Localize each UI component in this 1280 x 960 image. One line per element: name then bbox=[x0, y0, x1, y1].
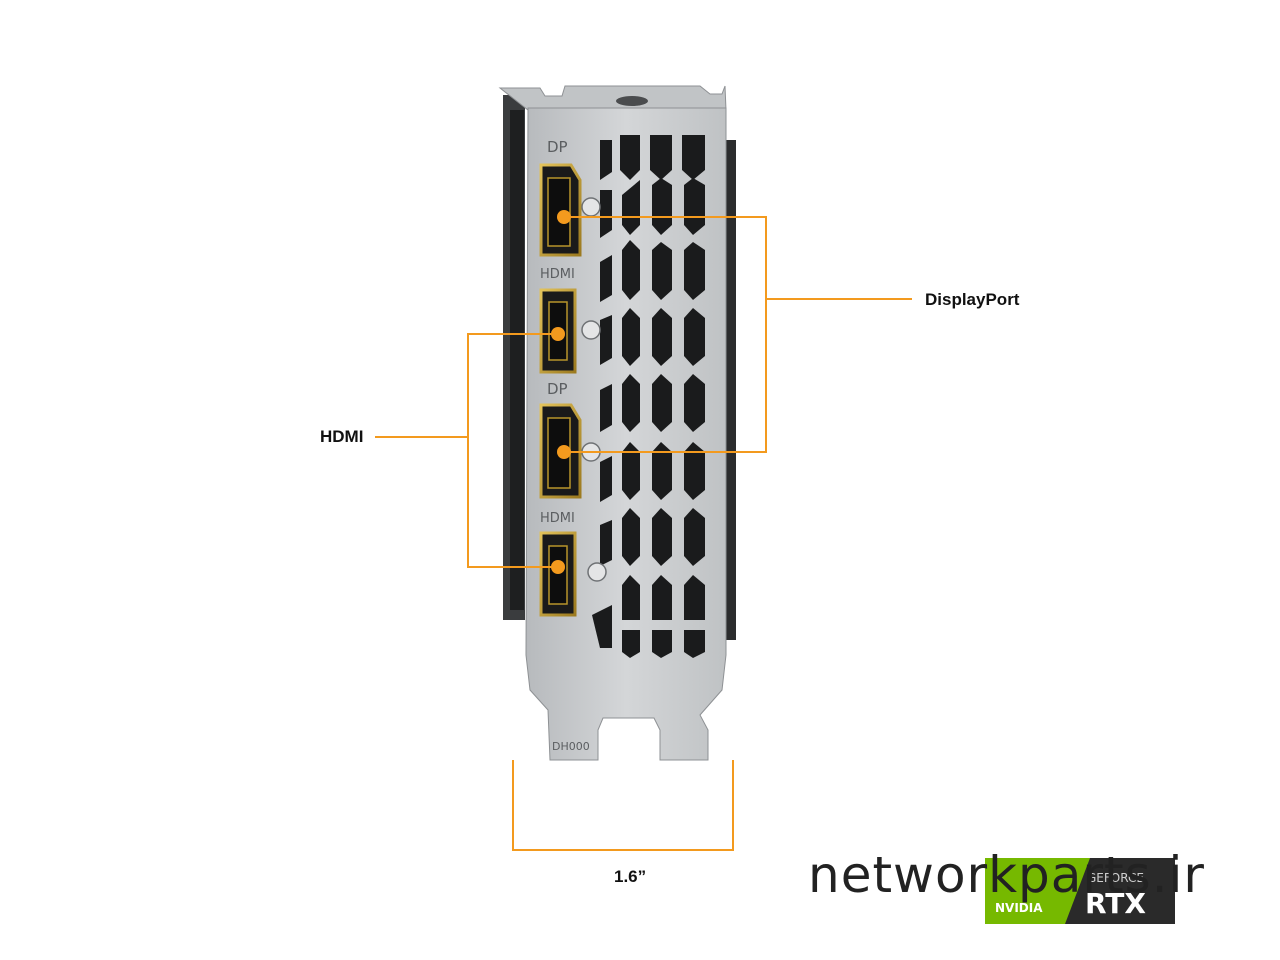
hdmi-upper-stamp: HDMI bbox=[540, 267, 575, 282]
hdmi-callout-label: HDMI bbox=[320, 427, 364, 446]
callout-dots bbox=[551, 210, 571, 574]
dp-lower-stamp: DP bbox=[547, 380, 568, 398]
part-code-stamp: DH000 bbox=[552, 740, 590, 753]
hdmi-lower-stamp: HDMI bbox=[540, 511, 575, 526]
displayport-callout-label: DisplayPort bbox=[925, 290, 1020, 309]
site-watermark: networkparts.ir bbox=[808, 846, 1205, 904]
badge-brand: NVIDIA bbox=[995, 901, 1043, 915]
hdmi-connector-lower bbox=[539, 531, 577, 617]
callout-lines bbox=[375, 216, 912, 851]
badge-product: RTX bbox=[1085, 887, 1146, 920]
nvidia-rtx-badge: NVIDIA GEFORCE RTX bbox=[985, 858, 1175, 924]
displayport-connector-top bbox=[539, 163, 582, 257]
bracket-top-flange bbox=[498, 85, 727, 111]
vent-grid bbox=[592, 135, 705, 658]
badge-line: GEFORCE bbox=[1087, 871, 1144, 885]
width-dimension-label: 1.6” bbox=[614, 867, 647, 886]
dp-top-stamp: DP bbox=[547, 138, 568, 156]
